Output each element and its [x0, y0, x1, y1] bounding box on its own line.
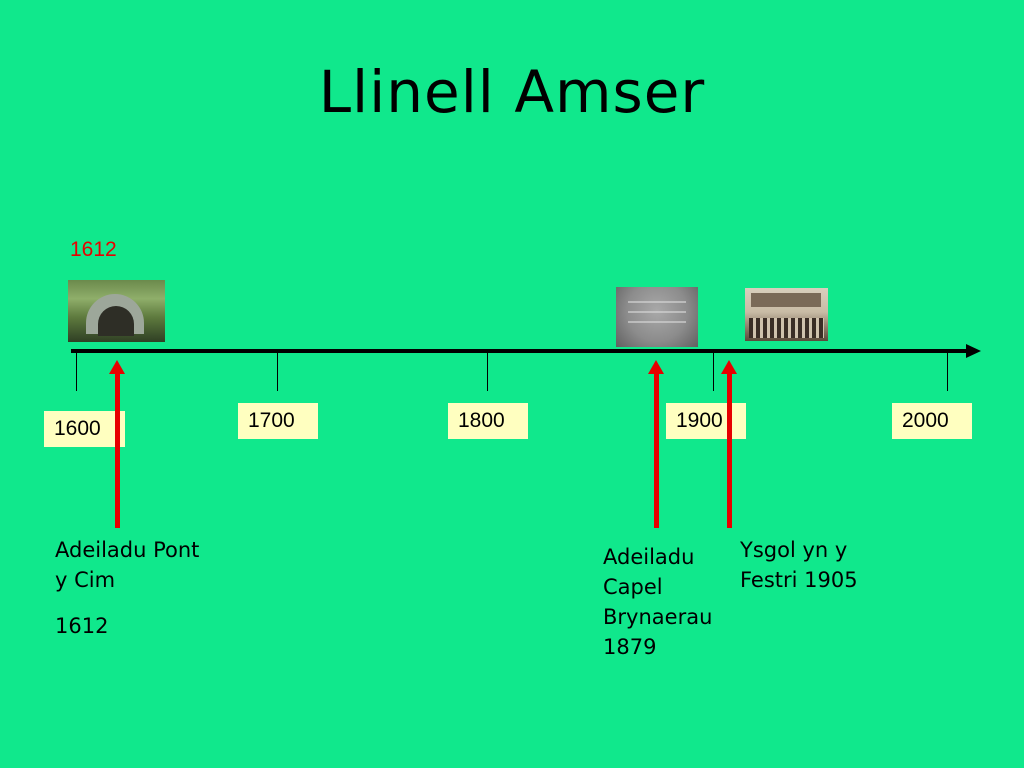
tick-1700 — [277, 352, 278, 391]
event-text-capel: Adeiladu Capel Brynaerau 1879 — [603, 542, 712, 662]
timeline-axis — [71, 349, 971, 353]
event-line: Ysgol yn y — [740, 538, 848, 562]
timeline-arrowhead — [966, 344, 981, 358]
event-text-pont: Adeiladu Pont y Cim 1612 — [55, 535, 199, 641]
event-arrowhead-1612 — [109, 360, 125, 374]
tick-1900 — [713, 352, 714, 391]
event-line: Adeiladu — [603, 545, 695, 569]
year-box-1600: 1600 — [44, 411, 125, 447]
year-box-1700: 1700 — [238, 403, 318, 439]
event-line: Festri 1905 — [740, 568, 858, 592]
tick-1600 — [76, 352, 77, 391]
event-arrow-1879 — [654, 372, 659, 528]
slide-title: Llinell Amser — [318, 58, 706, 126]
year-box-1900: 1900 — [666, 403, 746, 439]
tick-2000 — [947, 352, 948, 391]
year-box-1800: 1800 — [448, 403, 528, 439]
tick-1800 — [487, 352, 488, 391]
event-year: 1612 — [55, 614, 109, 638]
event-arrowhead-1879 — [648, 360, 664, 374]
event-line: Adeiladu Pont — [55, 538, 200, 562]
event-line: 1879 — [603, 635, 657, 659]
event-arrowhead-1905 — [721, 360, 737, 374]
event-arrow-1612 — [115, 372, 120, 528]
chapel-plaque-photo — [616, 287, 698, 347]
event-arrow-1905 — [727, 372, 732, 528]
year-box-2000: 2000 — [892, 403, 972, 439]
school-photo — [745, 288, 828, 341]
event-line: Brynaerau — [603, 605, 713, 629]
highlight-year-label: 1612 — [70, 238, 117, 261]
event-text-ysgol: Ysgol yn y Festri 1905 — [740, 535, 858, 595]
bridge-photo — [68, 280, 165, 342]
event-line: Capel — [603, 575, 663, 599]
event-line: y Cim — [55, 568, 116, 592]
